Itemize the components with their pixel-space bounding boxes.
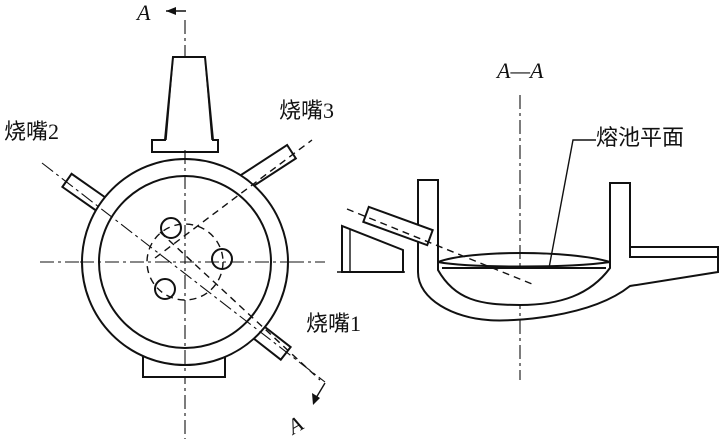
melt-pool-leader [548, 139, 596, 269]
furnace-section-body [417, 179, 719, 322]
burner1-axis [159, 231, 321, 381]
electrode-2 [211, 248, 233, 270]
section-title: A—A [495, 58, 544, 83]
electrode-1 [160, 217, 182, 239]
burner2-axis [41, 162, 326, 383]
melt-pool [437, 260, 611, 307]
electrode-3 [154, 278, 176, 300]
melt-pool-label: 熔池平面 [596, 126, 684, 151]
burner1-label: 烧嘴1 [306, 311, 361, 337]
section-burner-axis [346, 208, 533, 285]
section-letter-top: A [135, 0, 151, 25]
section-arrow-bottom [315, 382, 326, 399]
section-burner-nozzle [362, 205, 434, 247]
right-spout [629, 246, 719, 258]
plan-view: A A 烧嘴2 烧嘴3 烧嘴1 [4, 0, 361, 439]
burner3-label: 烧嘴3 [279, 98, 334, 124]
section-letter-bottom: A [281, 411, 307, 439]
section-view: A—A 熔池平面 [337, 58, 719, 380]
burner3-axis [154, 139, 313, 259]
electrode-pitch-circle [146, 223, 224, 301]
burner2-label: 烧嘴2 [4, 119, 59, 145]
pouring-spout [151, 56, 219, 153]
